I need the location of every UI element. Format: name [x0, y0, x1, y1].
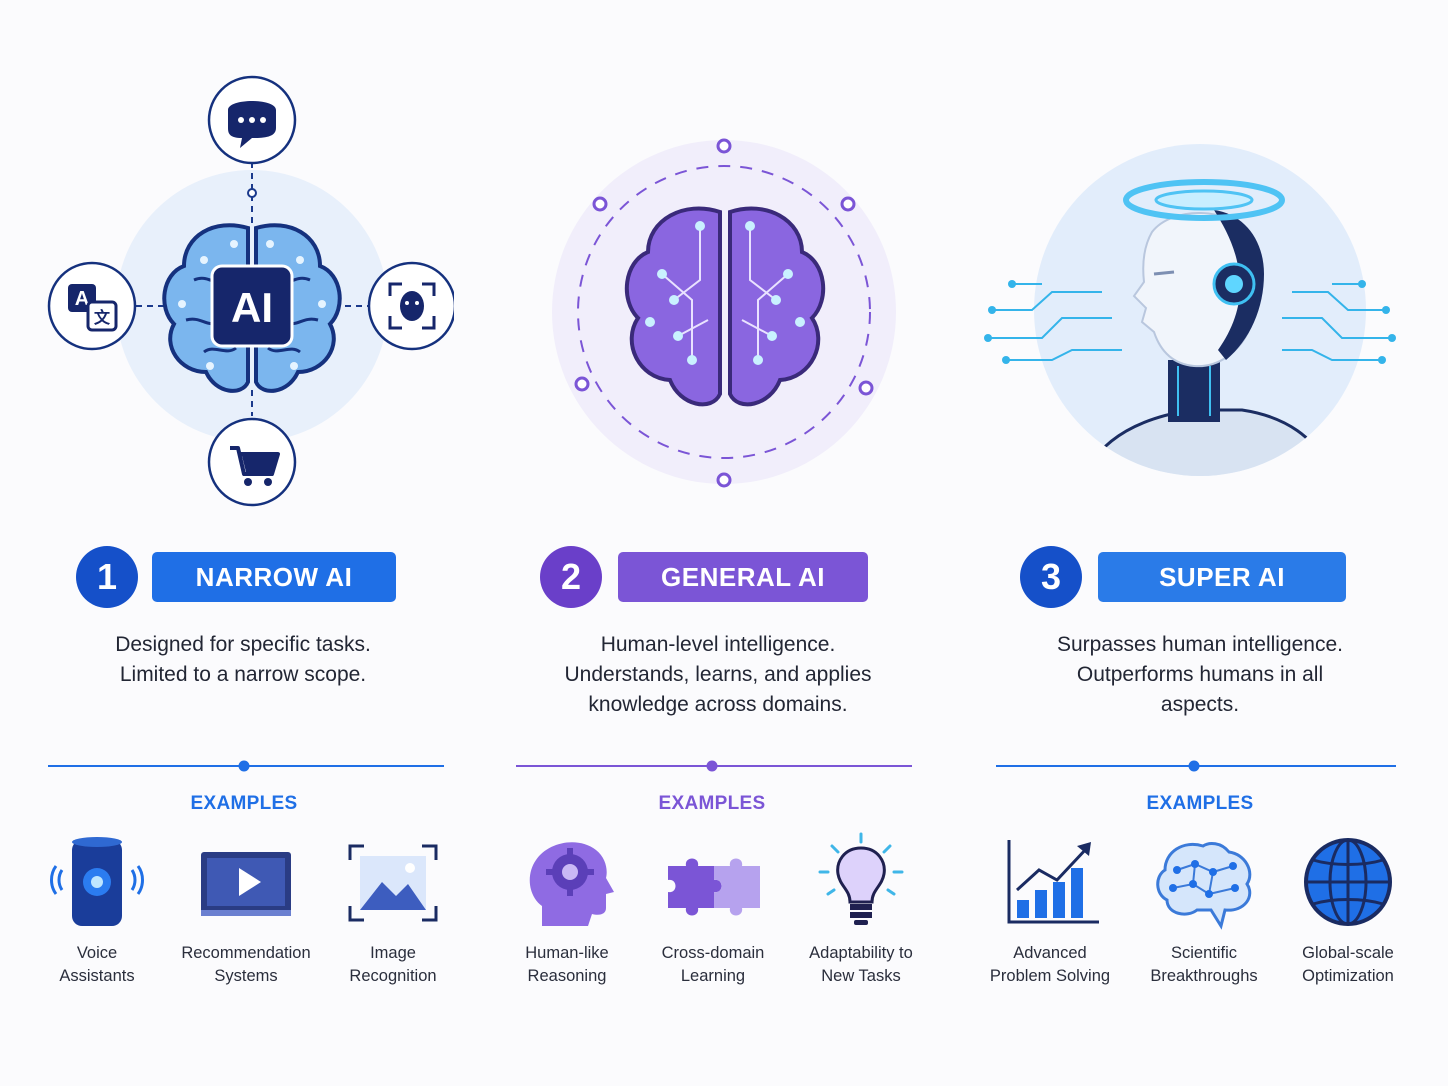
narrow-ai-badge: 1 NARROW AI — [76, 546, 446, 608]
halo-ring — [1123, 179, 1285, 221]
step-number: 1 — [76, 546, 138, 608]
example-label: Advanced Problem Solving — [989, 944, 1111, 985]
super-ai-description: Surpasses human intelligence. Outperform… — [990, 630, 1410, 720]
description-line: knowledge across domains. — [588, 693, 848, 716]
lightbulb-icon — [818, 832, 904, 925]
head-gear-icon — [529, 842, 614, 926]
brain-network-icon — [1156, 842, 1252, 930]
examples-heading: EXAMPLES — [190, 793, 298, 814]
general-ai-illustration — [552, 138, 896, 488]
example-recommendation-systems: Recommendation Systems — [171, 830, 321, 988]
description-line: Human-level intelligence. — [600, 633, 836, 656]
general-ai-column: 2 GENERAL AI Human-level intelligence. U… — [502, 0, 922, 1086]
example-label: Recommendation Systems — [181, 944, 311, 985]
example-scientific-breakthroughs: Scientific Breakthroughs — [1129, 830, 1279, 988]
step-number: 2 — [540, 546, 602, 608]
examples-heading: EXAMPLES — [1146, 793, 1254, 814]
example-label: Cross-domain Learning — [661, 944, 765, 985]
narrow-ai-column: AI A 文 — [34, 0, 454, 1086]
blue-brain-icon: AI — [162, 223, 342, 393]
general-ai-title: GENERAL AI — [618, 552, 868, 602]
description-line: Designed for specific tasks. — [115, 633, 371, 656]
example-human-like-reasoning: Human-like Reasoning — [492, 830, 642, 988]
face-scan-icon — [367, 261, 454, 351]
svg-text:A: A — [75, 288, 89, 310]
narrow-ai-title: NARROW AI — [152, 552, 396, 602]
description-line: Surpasses human intelligence. — [1056, 633, 1343, 656]
super-ai-badge: 3 SUPER AI — [1020, 546, 1390, 608]
image-frame-icon — [348, 844, 438, 922]
examples-heading: EXAMPLES — [658, 793, 766, 814]
growth-chart-icon — [1007, 840, 1099, 924]
example-label: Human-like Reasoning — [525, 944, 609, 985]
svg-text:文: 文 — [94, 308, 111, 327]
general-ai-description: Human-level intelligence. Understands, l… — [508, 630, 928, 720]
narrow-ai-description: Designed for specific tasks. Limited to … — [33, 630, 453, 690]
example-label: Image Recognition — [349, 944, 437, 985]
ai-chip-label: AI — [231, 284, 273, 331]
example-label: Adaptability to New Tasks — [809, 944, 913, 985]
example-label: Global-scale Optimization — [1302, 944, 1394, 985]
section-divider — [48, 760, 444, 772]
narrow-ai-illustration: AI A 文 — [47, 75, 454, 507]
chat-bubble-icon — [207, 75, 297, 165]
example-image-recognition: Image Recognition — [318, 830, 468, 988]
super-ai-title: SUPER AI — [1098, 552, 1346, 602]
section-divider — [996, 760, 1396, 772]
example-voice-assistants: Voice Assistants — [22, 830, 172, 988]
example-advanced-problem-solving: Advanced Problem Solving — [975, 830, 1125, 988]
example-label: Voice Assistants — [59, 944, 135, 985]
general-ai-badge: 2 GENERAL AI — [540, 546, 910, 608]
globe-icon — [1304, 838, 1392, 926]
example-adaptability: Adaptability to New Tasks — [786, 830, 936, 988]
shopping-cart-icon — [207, 417, 297, 507]
translate-icon: A 文 — [47, 261, 137, 351]
example-global-scale-optimization: Global-scale Optimization — [1273, 830, 1423, 988]
android-figure — [1079, 210, 1334, 476]
example-label: Scientific Breakthroughs — [1150, 944, 1258, 985]
description-line: Outperforms humans in all — [1076, 663, 1324, 686]
description-line: Understands, learns, and applies — [564, 663, 872, 686]
puzzle-icon — [668, 858, 760, 916]
smart-speaker-icon — [50, 837, 144, 926]
video-play-icon — [201, 852, 291, 916]
purple-brain-icon — [624, 206, 826, 407]
example-cross-domain-learning: Cross-domain Learning — [638, 830, 788, 988]
description-line: Limited to a narrow scope. — [119, 663, 367, 686]
description-line: aspects. — [1160, 693, 1240, 716]
section-divider — [516, 760, 912, 772]
super-ai-column: 3 SUPER AI Surpasses human intelligence.… — [982, 0, 1402, 1086]
super-ai-illustration — [984, 144, 1396, 476]
step-number: 3 — [1020, 546, 1082, 608]
